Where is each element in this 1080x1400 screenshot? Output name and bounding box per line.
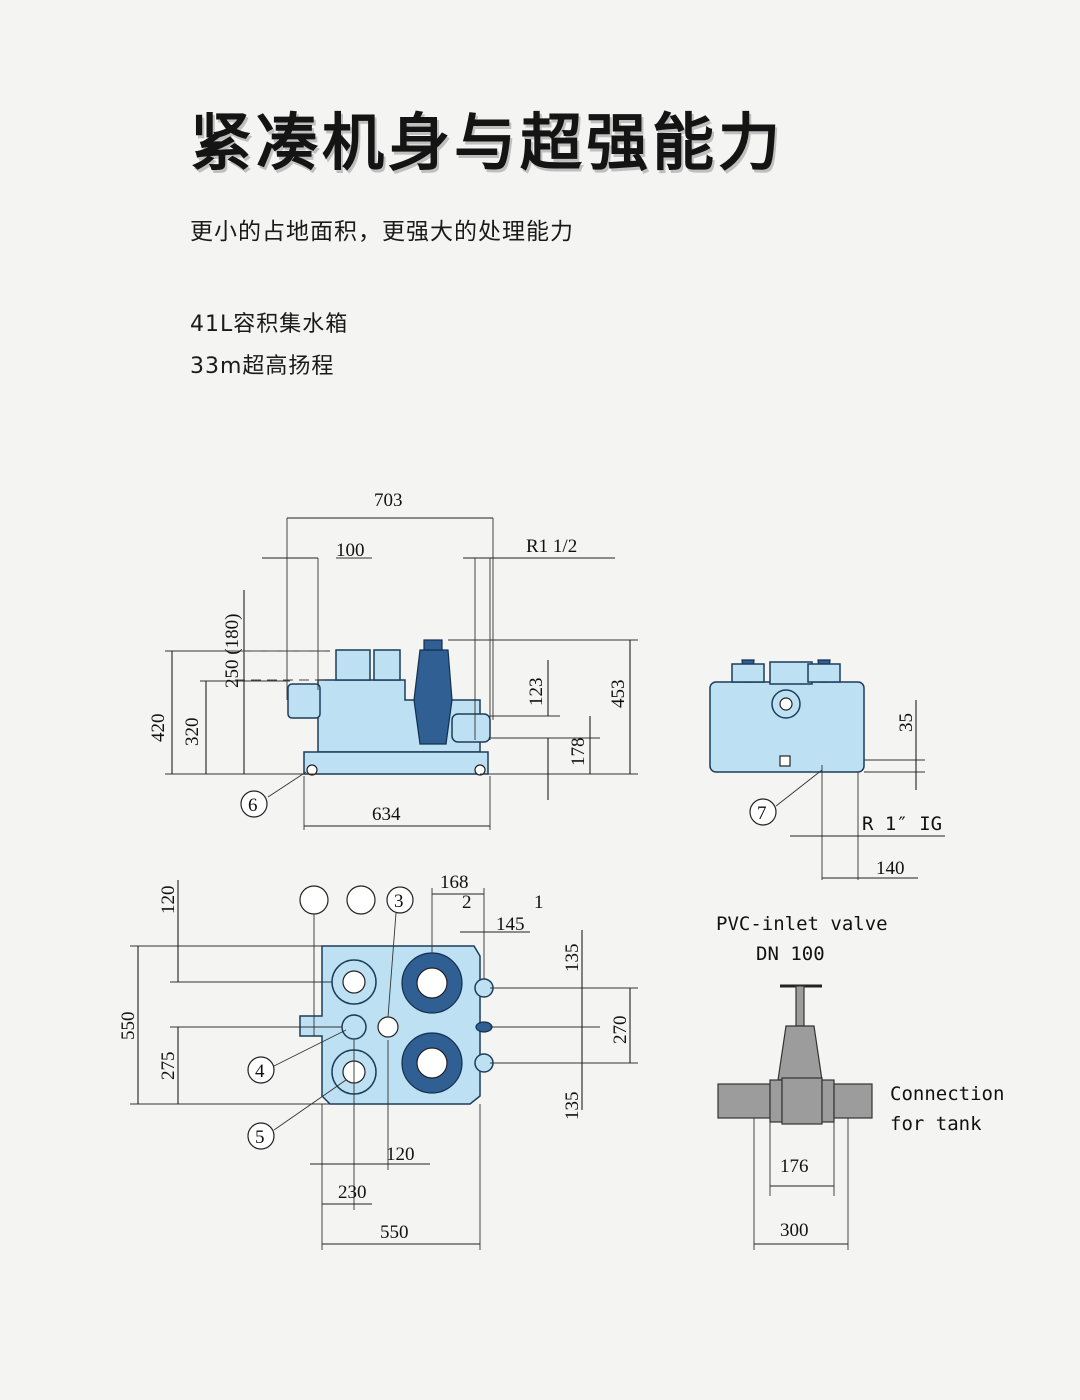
dim-fraction-2: 2 [462,892,472,913]
dim-250-180: 250 (180) [222,614,243,688]
page-title: 紧凑机身与超强能力 [190,106,785,179]
dim-35: 35 [896,713,917,732]
dim-270: 270 [610,1016,631,1045]
top-check-valve [475,1021,493,1033]
callout-5-circle [247,1122,275,1150]
connection-line1: Connection [890,1083,1004,1105]
valve-body [781,1077,823,1125]
valve-label-line2: DN 100 [756,943,825,965]
callout-1: 1 [534,892,544,913]
end-drain-plug [779,755,791,767]
dim-703: 703 [374,490,403,511]
callout-3: 3 [394,891,404,912]
dim-176: 176 [780,1156,809,1177]
dim-145: 145 [496,914,525,935]
dim-120-top: 120 [158,886,179,915]
side-top-box-right [373,649,401,681]
callout-blank-2 [346,885,376,915]
top-port-middle [341,1014,367,1040]
side-inlet-pipe [287,683,321,719]
end-lid-right [807,663,841,683]
connection-line2: for tank [890,1113,982,1135]
side-pump-handle [423,639,443,651]
side-foot-left [306,764,318,776]
end-top-box [769,661,813,685]
callout-3-circle [386,886,414,914]
dim-135-top: 135 [562,944,583,973]
side-view: 703 100 R1 1/2 420 320 250 (180) 453 123 [148,490,638,830]
dim-453: 453 [608,680,629,709]
dim-r1-1-2: R1 1/2 [526,536,577,557]
valve-pipe-left [717,1083,771,1119]
dim-178: 178 [568,738,589,767]
feature-tank-volume: 41L容积集水箱 [190,312,349,337]
top-port-small [377,1016,399,1038]
dim-r1-ig: R 1″ IG [862,813,942,835]
page-subtitle: 更小的占地面积，更强大的处理能力 [190,219,574,245]
dim-230: 230 [338,1182,367,1203]
side-top-box-left [335,649,371,681]
valve-pipe-left-collar [769,1079,783,1123]
side-pump-motor [413,649,453,745]
top-view: 3 550 120 275 168 2 1 145 135 270 135 4 [118,872,638,1250]
dim-120-bottom: 120 [386,1144,415,1165]
dim-550-bottom: 550 [380,1222,409,1243]
dim-100: 100 [336,540,365,561]
valve-pipe-right-collar [821,1079,835,1123]
dim-123: 123 [526,678,547,707]
valve-label-line1: PVC-inlet valve [716,913,888,935]
feature-head: 33m超高扬程 [190,354,335,379]
valve-view: PVC-inlet valve DN 100 Connection for ta… [716,913,1004,1250]
dim-275: 275 [158,1052,179,1081]
dim-135-bottom: 135 [562,1092,583,1121]
callout-6: 6 [248,795,258,816]
callout-4: 4 [255,1061,265,1082]
dim-634: 634 [372,804,401,825]
callout-6-circle [240,790,268,818]
valve-pipe-right [833,1083,873,1119]
callout-7-circle [749,798,777,826]
dim-300: 300 [780,1220,809,1241]
valve-stem [795,985,805,1027]
callout-4-circle [247,1056,275,1084]
side-foot-right [474,764,486,776]
valve-bonnet [777,1025,823,1081]
dim-140: 140 [876,858,905,879]
callout-5: 5 [255,1127,265,1148]
end-view: 35 R 1″ IG 140 7 [709,659,945,880]
dim-168: 168 [440,872,469,893]
dim-320: 320 [182,718,203,747]
callout-7: 7 [757,803,767,824]
side-outlet-pipe [451,713,491,743]
dim-550-left: 550 [118,1012,139,1041]
end-lid-left [731,663,765,683]
dim-420: 420 [148,714,169,743]
end-outlet-port-inner [779,697,793,711]
callout-blank-1 [299,885,329,915]
side-base [303,751,489,775]
